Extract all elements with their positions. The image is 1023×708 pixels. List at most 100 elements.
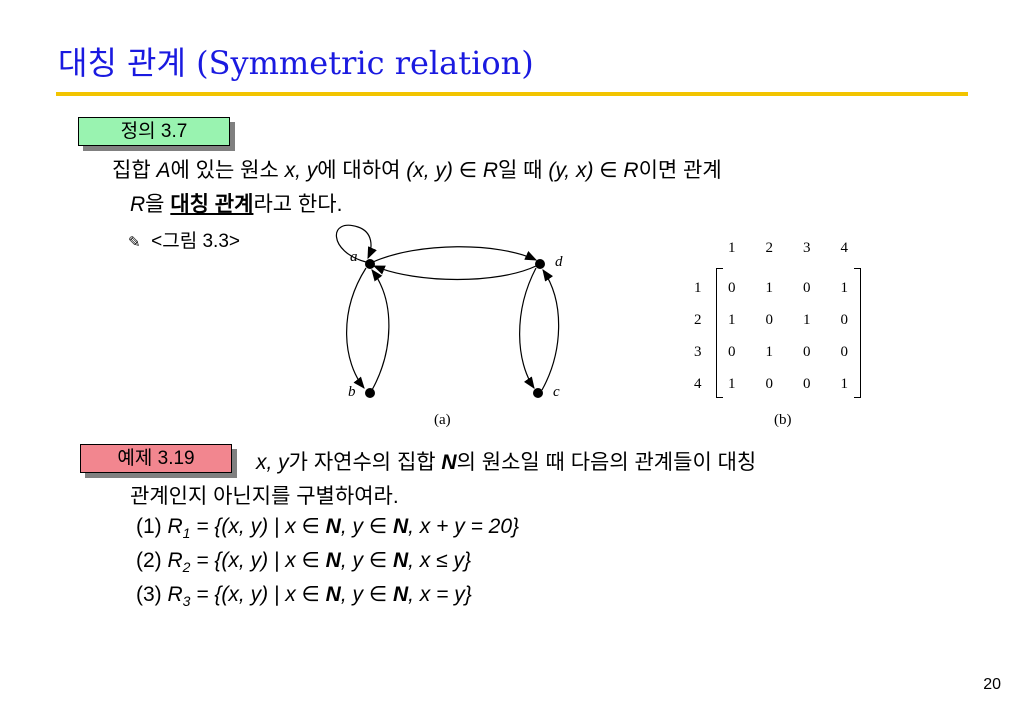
relation-name: R — [167, 583, 183, 606]
set-n: N — [392, 515, 409, 538]
text: 에 있는 원소 — [170, 159, 285, 182]
cell: 0 — [765, 376, 774, 392]
node-c — [533, 388, 543, 398]
text: 이면 관계 — [638, 159, 722, 182]
set-n: N — [392, 549, 409, 572]
row-header: 3 — [694, 344, 702, 360]
example-item-1: (1) R1 = {(x, y) | x ∈ N, y ∈ N, x + y =… — [136, 514, 519, 541]
figure-ref-text: <그림 3.3> — [151, 231, 240, 252]
expr: , y ∈ — [340, 515, 393, 538]
text: 라고 한다. — [253, 193, 343, 216]
vars-xy: x, y — [256, 451, 289, 474]
cell: 0 — [803, 344, 811, 360]
node-b — [365, 388, 375, 398]
term-symmetric-relation: 대칭 관계 — [170, 193, 254, 216]
pencil-icon: ✎ — [128, 234, 141, 251]
matrix-caption: (b) — [774, 412, 792, 428]
matrix-row: 0 1 0 1 — [728, 272, 848, 304]
example-badge: 예제 3.19 — [80, 444, 232, 473]
col-header: 3 — [803, 240, 811, 256]
definition-line-1: 집합 A에 있는 원소 x, y에 대하여 (x, y) ∈ R일 때 (y, … — [112, 154, 722, 184]
text: 일 때 — [498, 159, 549, 182]
definition-badge: 정의 3.7 — [78, 117, 230, 146]
cell: 0 — [803, 280, 811, 296]
expr: , x = y} — [408, 583, 472, 606]
matrix-bracket-left — [716, 268, 723, 398]
relation-name: R — [167, 515, 183, 538]
expr: = {(x, y) | x ∈ — [190, 515, 326, 538]
item-number: (1) — [136, 515, 168, 538]
cell: 0 — [840, 312, 849, 328]
node-label-a: a — [350, 249, 358, 265]
subscript: 2 — [182, 559, 191, 576]
set-n: N — [441, 451, 457, 474]
row-header: 1 — [694, 280, 702, 296]
subscript: 3 — [182, 593, 191, 610]
title-underline — [56, 92, 968, 96]
set-n: N — [325, 515, 341, 538]
cell: 1 — [765, 344, 774, 360]
expr: , x + y = 20} — [408, 515, 520, 538]
node-d — [535, 259, 545, 269]
node-label-c: c — [553, 384, 560, 400]
cell: 0 — [840, 344, 849, 360]
page-number: 20 — [983, 676, 1001, 693]
example-item-3: (3) R3 = {(x, y) | x ∈ N, y ∈ N, x = y} — [136, 582, 472, 609]
cell: 1 — [840, 280, 849, 296]
definition-line-2: R을 대칭 관계라고 한다. — [130, 188, 342, 218]
cell: 1 — [728, 312, 736, 328]
vars-xy: x, y — [284, 159, 318, 182]
matrix-col-headers: 1 2 3 4 — [728, 240, 848, 257]
matrix-row: 1 0 0 1 — [728, 368, 848, 400]
node-label-b: b — [348, 384, 356, 400]
matrix-row: 1 0 1 0 — [728, 304, 848, 336]
row-header: 4 — [694, 376, 702, 392]
expr: , y ∈ — [340, 583, 393, 606]
relation-digraph — [335, 224, 560, 398]
text: 가 자연수의 집합 — [288, 451, 442, 474]
relation-name: R — [167, 549, 183, 572]
col-header: 1 — [728, 240, 736, 256]
cell: 0 — [765, 312, 774, 328]
text: 을 — [145, 193, 171, 216]
set-n: N — [392, 583, 409, 606]
matrix-body: 0 1 0 1 1 0 1 0 0 1 0 0 1 0 0 1 — [728, 272, 848, 400]
relation-matrix: 1 2 3 4 1 2 3 4 0 1 0 1 1 0 1 0 0 1 0 0 1 0 0 1 — [688, 240, 868, 400]
cell: 1 — [728, 376, 736, 392]
text: 의 원소일 때 다음의 관계들이 대칭 — [456, 451, 757, 474]
pair-yx-in-r: (y, x) ∈ R — [548, 159, 639, 182]
cell: 1 — [840, 376, 849, 392]
node-label-d: d — [555, 254, 563, 270]
matrix-row-headers: 1 2 3 4 — [694, 272, 702, 400]
cell: 1 — [765, 280, 774, 296]
expr: , y ∈ — [340, 549, 393, 572]
example-line-2: 관계인지 아닌지를 구별하여라. — [130, 485, 399, 508]
col-header: 2 — [765, 240, 774, 256]
cell: 1 — [803, 312, 811, 328]
graph-caption: (a) — [434, 412, 451, 428]
relation-r: R — [130, 193, 146, 216]
pair-xy-in-r: (x, y) ∈ R — [406, 159, 499, 182]
example-item-2: (2) R2 = {(x, y) | x ∈ N, y ∈ N, x ≤ y} — [136, 548, 471, 575]
expr: = {(x, y) | x ∈ — [190, 549, 326, 572]
expr: , x ≤ y} — [408, 549, 472, 572]
item-number: (2) — [136, 549, 168, 572]
subscript: 1 — [182, 525, 191, 542]
text: 집합 — [112, 159, 157, 182]
cell: 0 — [728, 344, 736, 360]
col-header: 4 — [840, 240, 849, 256]
cell: 0 — [728, 280, 736, 296]
set-n: N — [325, 583, 341, 606]
text: 에 대하여 — [317, 159, 407, 182]
matrix-bracket-right — [854, 268, 861, 398]
cell: 0 — [803, 376, 811, 392]
expr: = {(x, y) | x ∈ — [190, 583, 326, 606]
figure-reference: ✎ <그림 3.3> — [128, 226, 240, 253]
example-line-1: x, y가 자연수의 집합 N의 원소일 때 다음의 관계들이 대칭 — [256, 446, 756, 476]
slide-title: 대칭 관계 (Symmetric relation) — [58, 44, 534, 82]
set-n: N — [325, 549, 341, 572]
item-number: (3) — [136, 583, 168, 606]
row-header: 2 — [694, 312, 702, 328]
matrix-row: 0 1 0 0 — [728, 336, 848, 368]
set-a: A — [156, 159, 171, 182]
